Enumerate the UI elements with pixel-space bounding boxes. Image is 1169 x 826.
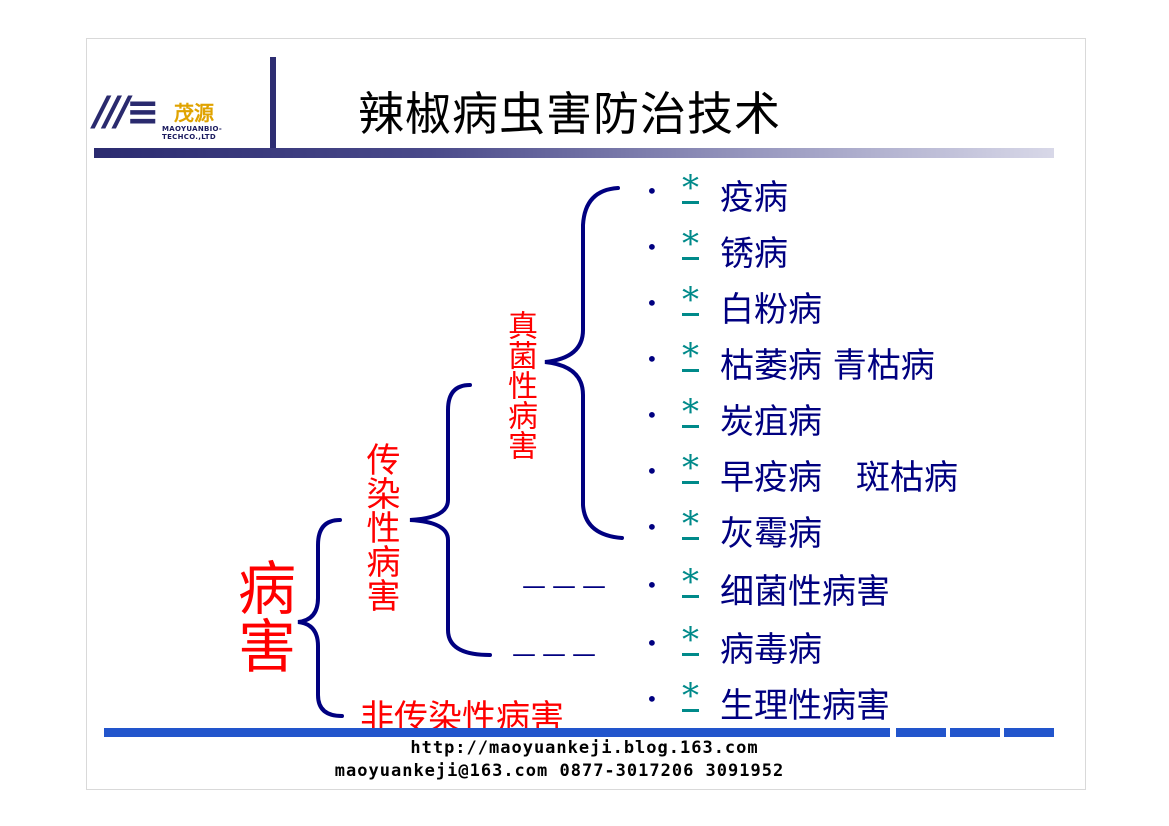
footer-bar-seg1 [896,728,946,737]
footer-bar-seg2 [950,728,1000,737]
bullet-icon: • [646,403,658,427]
fungal-bracket [544,186,624,540]
star-link[interactable]: * [682,168,699,208]
root-label: 病害 [228,558,296,674]
logo-chinese: 茂源 [174,101,214,125]
title-underline-bar [94,148,1054,158]
star-link[interactable]: * [682,280,699,320]
logo-mark-icon: ///≡ [94,89,159,135]
bullet-icon: • [646,515,658,539]
infectious-bracket [409,383,492,657]
star-link[interactable]: * [682,562,699,602]
bullet-icon: • [646,235,658,259]
bullet-icon: • [646,459,658,483]
item-label: 疫病 [720,178,788,218]
star-link[interactable]: * [682,504,699,544]
item-label: 早疫病 斑枯病 [720,458,958,498]
item-label: 细菌性病害 [720,572,890,612]
bullet-icon: • [646,631,658,655]
footer-bar-seg3 [1004,728,1054,737]
bullet-icon: • [646,347,658,371]
item-label: 生理性病害 [720,686,890,726]
item-label: 病毒病 [720,630,822,670]
footer-url[interactable]: http://maoyuankeji.blog.163.com [410,738,759,758]
slide [86,38,1086,790]
item-label: 锈病 [720,234,788,274]
bullet-icon: • [646,687,658,711]
bullet-icon: • [646,573,658,597]
dash-connector-bacterial: ——— [522,572,612,600]
star-link[interactable]: * [682,676,699,716]
item-label: 枯萎病 青枯病 [720,346,935,386]
dash-connector-viral: ——— [512,640,602,668]
company-logo: ///≡ 茂源 MAOYUANBIO-TECHCO.,LTD [94,85,264,145]
page-title: 辣椒病虫害防治技术 [358,87,781,141]
bullet-icon: • [646,291,658,315]
star-link[interactable]: * [682,620,699,660]
item-label: 炭疽病 [720,402,822,442]
infectious-label: 传染性病害 [360,442,400,612]
star-link[interactable]: * [682,392,699,432]
star-link[interactable]: * [682,224,699,264]
star-link[interactable]: * [682,336,699,376]
header-divider [270,57,276,151]
item-label: 白粉病 [720,290,822,330]
footer-bar-main [104,728,890,737]
logo-english: MAOYUANBIO-TECHCO.,LTD [162,125,223,141]
bullet-icon: • [646,179,658,203]
footer-contact: maoyuankeji@163.com 0877-3017206 3091952 [334,761,785,781]
item-label: 灰霉病 [720,514,822,554]
root-bracket [297,518,344,718]
star-link[interactable]: * [682,448,699,488]
fungal-label: 真菌性病害 [502,310,537,460]
